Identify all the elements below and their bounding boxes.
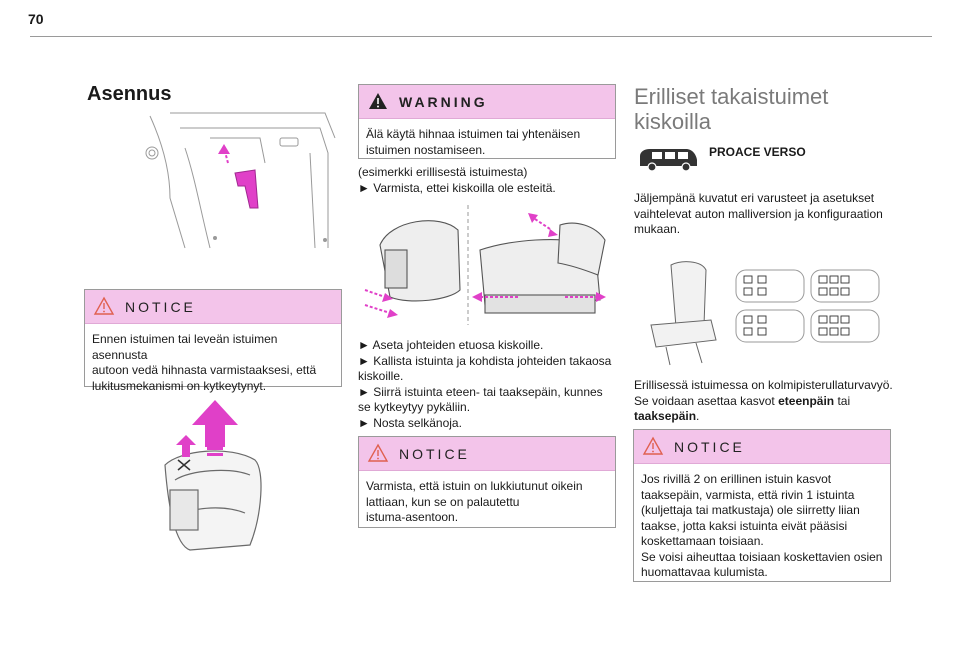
- warning-title: WARNING: [399, 94, 488, 110]
- notice-line: huomattavaa kulumista.: [641, 565, 768, 579]
- illustration-seat-rails: [360, 205, 615, 330]
- warning-line: Älä käytä hihnaa istuimen tai yhtenäisen: [366, 127, 581, 141]
- intro-line: mukaan.: [634, 222, 681, 236]
- steps-text: ► Aseta johteiden etuosa kiskoille. ► Ka…: [358, 338, 611, 431]
- section-heading-installation: Asennus: [87, 83, 172, 105]
- warning-triangle-icon: [93, 296, 115, 321]
- desc-text: .: [696, 409, 700, 423]
- notice-line: Ennen istuimen tai leveän istuimen asenn…: [92, 332, 278, 362]
- notice-title: NOTICE: [674, 439, 745, 455]
- warning-header: WARNING: [359, 85, 615, 119]
- warning-triangle-icon: [367, 91, 389, 116]
- description-text-right: Erillisessä istuimessa on kolmipisterull…: [634, 378, 893, 425]
- model-label: PROACE VERSO: [709, 145, 806, 159]
- van-icon: [636, 146, 700, 179]
- desc-line: Se voidaan asettaa kasvot eteenpäin tai: [634, 394, 893, 410]
- intro-line: (esimerkki erillisestä istuimesta): [358, 165, 528, 179]
- notice-box-middle: NOTICE Varmista, että istuin on lukkiutu…: [358, 436, 616, 528]
- desc-bold-forward: eteenpäin: [778, 393, 835, 408]
- warning-line: istuimen nostamiseen.: [366, 142, 486, 157]
- intro-line: ► Varmista, ettei kiskoilla ole esteitä.: [358, 180, 556, 195]
- step-line: ► Nosta selkänoja.: [358, 415, 462, 430]
- notice-line: Varmista, että istuin on lukkiutunut oik…: [366, 479, 583, 493]
- notice-body: Varmista, että istuin on lukkiutunut oik…: [359, 471, 615, 534]
- warning-triangle-icon: [642, 436, 664, 461]
- notice-line: Jos rivillä 2 on erillinen istuin kasvot: [641, 472, 832, 486]
- desc-line: taaksepäin.: [634, 409, 893, 425]
- notice-line: taakse, jotta kaksi istuinta eivät pääsi…: [641, 518, 848, 533]
- notice-line: koskettamaan toisiaan.: [641, 534, 764, 548]
- notice-line: (kuljettaja tai matkustaja) ole siirrett…: [641, 503, 860, 517]
- notice-box-right: NOTICE Jos rivillä 2 on erillinen istuin…: [633, 429, 891, 582]
- notice-header: NOTICE: [359, 437, 615, 471]
- notice-line: istuma-asentoon.: [366, 510, 459, 524]
- top-divider: [30, 36, 932, 37]
- notice-line: lukitusmekanismi on kytkeytynyt.: [92, 378, 267, 393]
- intro-text-middle: (esimerkki erillisestä istuimesta) ► Var…: [358, 165, 556, 196]
- notice-line: taaksepäin, varmista, että rivin 1 istui…: [641, 487, 855, 502]
- page-number: 70: [28, 11, 44, 27]
- illustration-seat-lift: [150, 395, 270, 555]
- notice-line: autoon vedä hihnasta varmistaaksesi, ett…: [92, 363, 317, 377]
- notice-body: Ennen istuimen tai leveän istuimen asenn…: [85, 324, 341, 402]
- notice-title: NOTICE: [399, 446, 470, 462]
- notice-body: Jos rivillä 2 on erillinen istuin kasvot…: [634, 464, 890, 589]
- desc-text: Se voidaan asettaa kasvot: [634, 393, 779, 408]
- notice-header: NOTICE: [85, 290, 341, 324]
- notice-box-left: NOTICE Ennen istuimen tai leveän istuime…: [84, 289, 342, 393]
- illustration-seat-strap: [140, 108, 340, 253]
- intro-line: Jäljempänä kuvatut eri varusteet ja aset…: [634, 191, 875, 205]
- heading-line: Erilliset takaistuimet: [634, 84, 829, 109]
- step-line: kiskoille.: [358, 369, 404, 383]
- illustration-seat-layouts: [636, 255, 886, 370]
- desc-line: Erillisessä istuimessa on kolmipisterull…: [634, 378, 893, 392]
- notice-header: NOTICE: [634, 430, 890, 464]
- intro-text-right: Jäljempänä kuvatut eri varusteet ja aset…: [634, 191, 883, 238]
- heading-line: kiskoilla: [634, 109, 712, 134]
- step-line: se kytkeytyy pykäliin.: [358, 400, 471, 414]
- notice-line: lattiaan, kun se on palautettu: [366, 494, 520, 509]
- desc-bold-backward: taaksepäin: [634, 409, 697, 423]
- step-line: ► Aseta johteiden etuosa kiskoille.: [358, 338, 544, 352]
- section-heading-rear-seats: Erilliset takaistuimet kiskoilla: [634, 84, 894, 134]
- step-line: ► Siirrä istuinta eteen- tai taaksepäin,…: [358, 384, 603, 399]
- warning-box: WARNING Älä käytä hihnaa istuimen tai yh…: [358, 84, 616, 159]
- intro-line: vaihtelevat auton malliversion ja konfig…: [634, 206, 883, 221]
- warning-body: Älä käytä hihnaa istuimen tai yhtenäisen…: [359, 119, 615, 166]
- notice-title: NOTICE: [125, 299, 196, 315]
- step-line: ► Kallista istuinta ja kohdista johteide…: [358, 353, 612, 368]
- notice-line: Se voisi aiheuttaa toisiaan koskettavien…: [641, 549, 883, 564]
- desc-text: tai: [834, 393, 851, 408]
- warning-triangle-icon: [367, 443, 389, 468]
